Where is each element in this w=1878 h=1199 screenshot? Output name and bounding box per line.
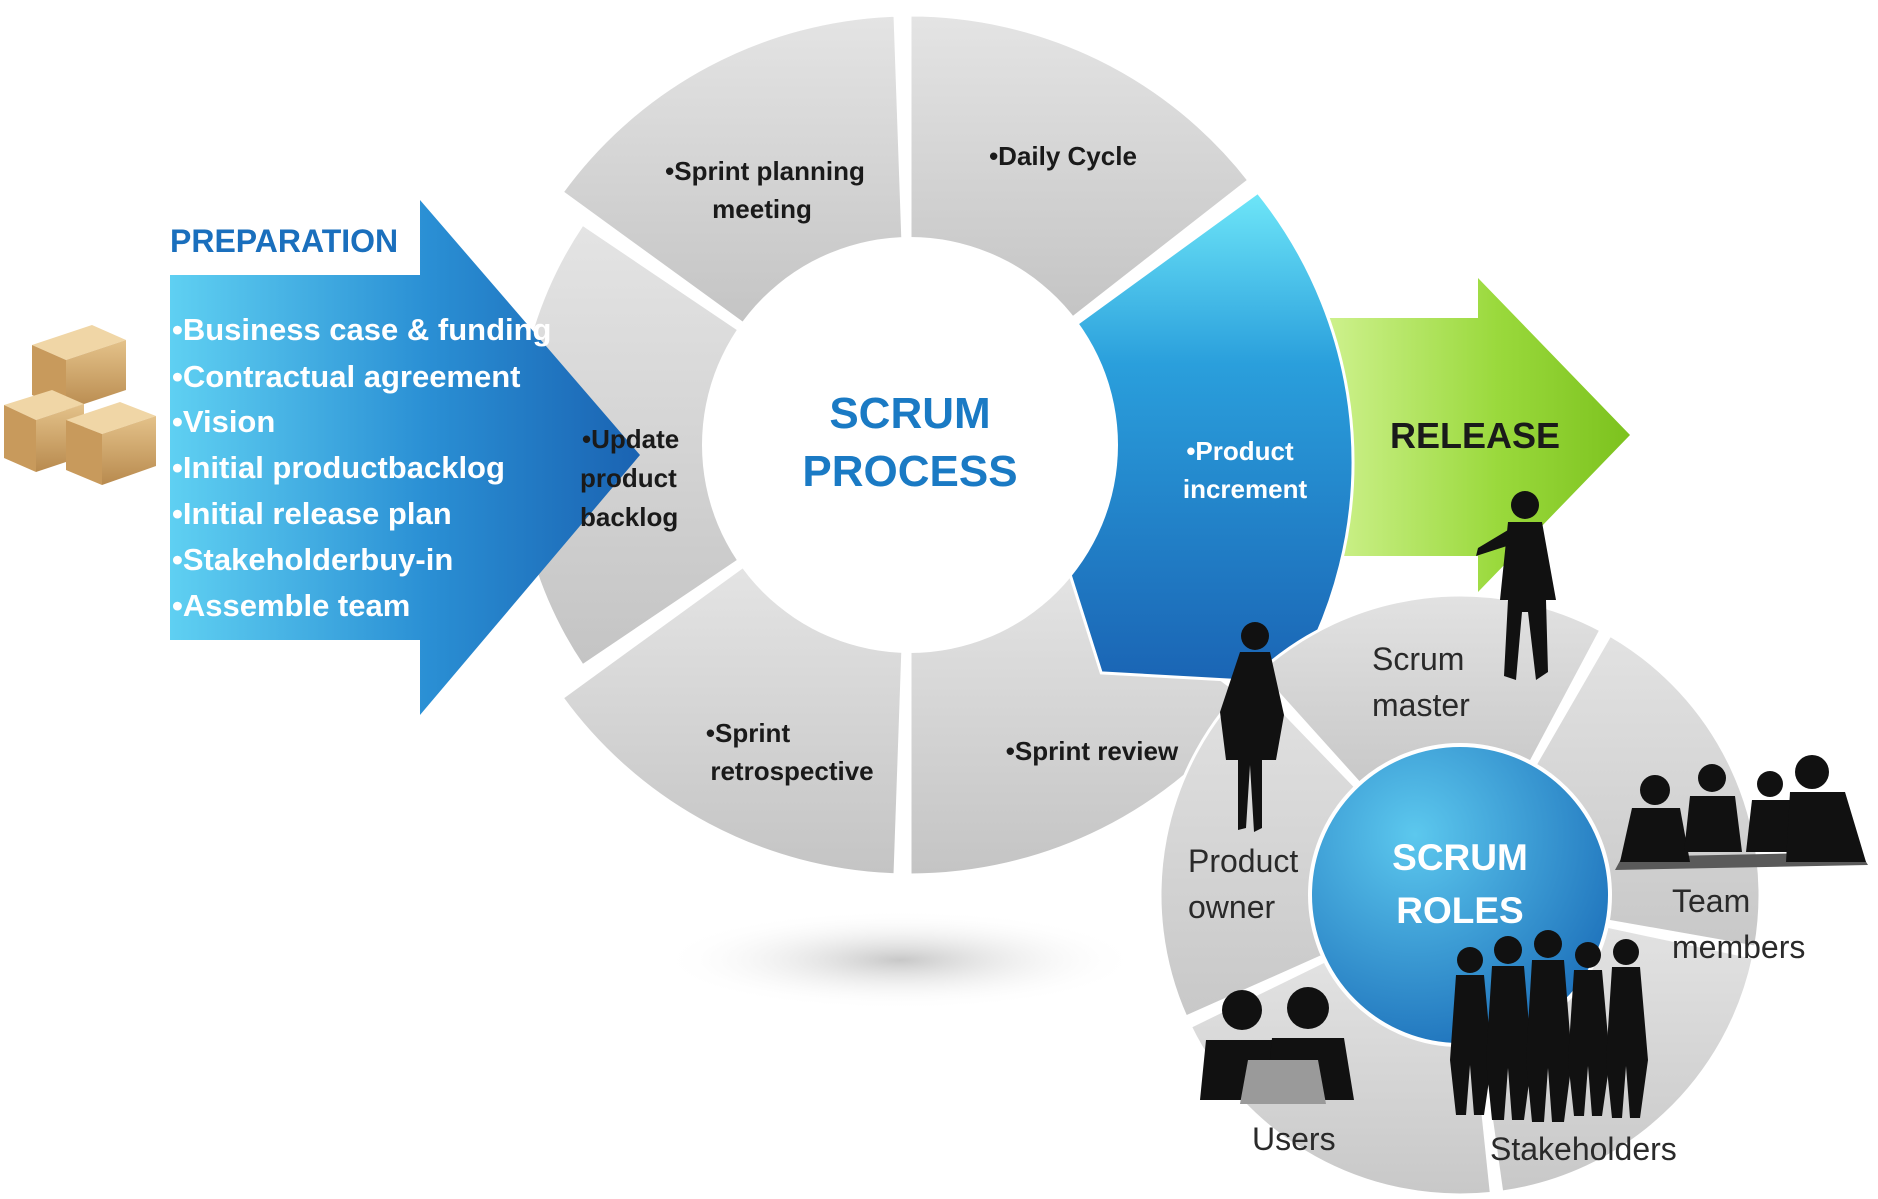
product-owner-label-1: Product bbox=[1188, 843, 1298, 879]
process-ring bbox=[513, 13, 1256, 877]
team-members-label-1: Team bbox=[1672, 883, 1750, 919]
preparation-item: •Stakeholderbuy-in bbox=[172, 542, 453, 577]
sprint-planning-label-1: •Sprint planning bbox=[665, 156, 865, 186]
process-title-line2: PROCESS bbox=[802, 447, 1017, 496]
boxes-icon bbox=[4, 325, 156, 485]
stakeholders-group-icon bbox=[1450, 930, 1648, 1122]
update-backlog-label-3: backlog bbox=[580, 502, 678, 532]
scrum-master-label-1: Scrum bbox=[1372, 641, 1464, 677]
roles-title-line2: ROLES bbox=[1396, 890, 1523, 931]
preparation-arrow bbox=[170, 200, 640, 715]
release-arrow bbox=[1300, 278, 1630, 592]
daily-cycle-label: •Daily Cycle bbox=[989, 141, 1137, 171]
preparation-item: •Contractual agreement bbox=[172, 359, 521, 394]
roles-title-line1: SCRUM bbox=[1392, 837, 1528, 878]
team-members-label-2: members bbox=[1672, 929, 1805, 965]
update-backlog-label-1: •Update bbox=[582, 424, 679, 454]
preparation-item: •Assemble team bbox=[172, 588, 410, 623]
release-title: RELEASE bbox=[1390, 415, 1560, 456]
preparation-title: PREPARATION bbox=[170, 223, 398, 259]
process-center-circle bbox=[702, 237, 1118, 653]
update-backlog-label-2: product bbox=[580, 463, 677, 493]
person-silhouette-icon bbox=[1220, 491, 1556, 832]
product-owner-label-2: owner bbox=[1188, 889, 1276, 925]
sprint-planning-label-2: meeting bbox=[712, 194, 812, 224]
product-increment-label-2: increment bbox=[1183, 474, 1308, 504]
preparation-item: •Initial release plan bbox=[172, 496, 452, 531]
preparation-list: •Business case & funding •Contractual ag… bbox=[172, 312, 552, 623]
preparation-item: •Vision bbox=[172, 404, 275, 439]
process-title-line1: SCRUM bbox=[829, 389, 990, 438]
team-meeting-icon bbox=[1615, 755, 1868, 870]
preparation-title-bg bbox=[165, 212, 420, 274]
stakeholders-label: Stakeholders bbox=[1490, 1131, 1677, 1167]
preparation-item: •Initial productbacklog bbox=[172, 450, 505, 485]
floor-shadow bbox=[660, 910, 1140, 1010]
product-increment-label-1: •Product bbox=[1186, 436, 1294, 466]
users-label: Users bbox=[1252, 1121, 1336, 1157]
sprint-review-label: •Sprint review bbox=[1006, 736, 1179, 766]
scrum-master-label-2: master bbox=[1372, 687, 1470, 723]
preparation-item: •Business case & funding bbox=[172, 312, 552, 347]
users-laptop-icon bbox=[1200, 987, 1354, 1104]
sprint-retrospective-label-1: •Sprint bbox=[706, 718, 791, 748]
sprint-retrospective-label-2: retrospective bbox=[710, 756, 873, 786]
